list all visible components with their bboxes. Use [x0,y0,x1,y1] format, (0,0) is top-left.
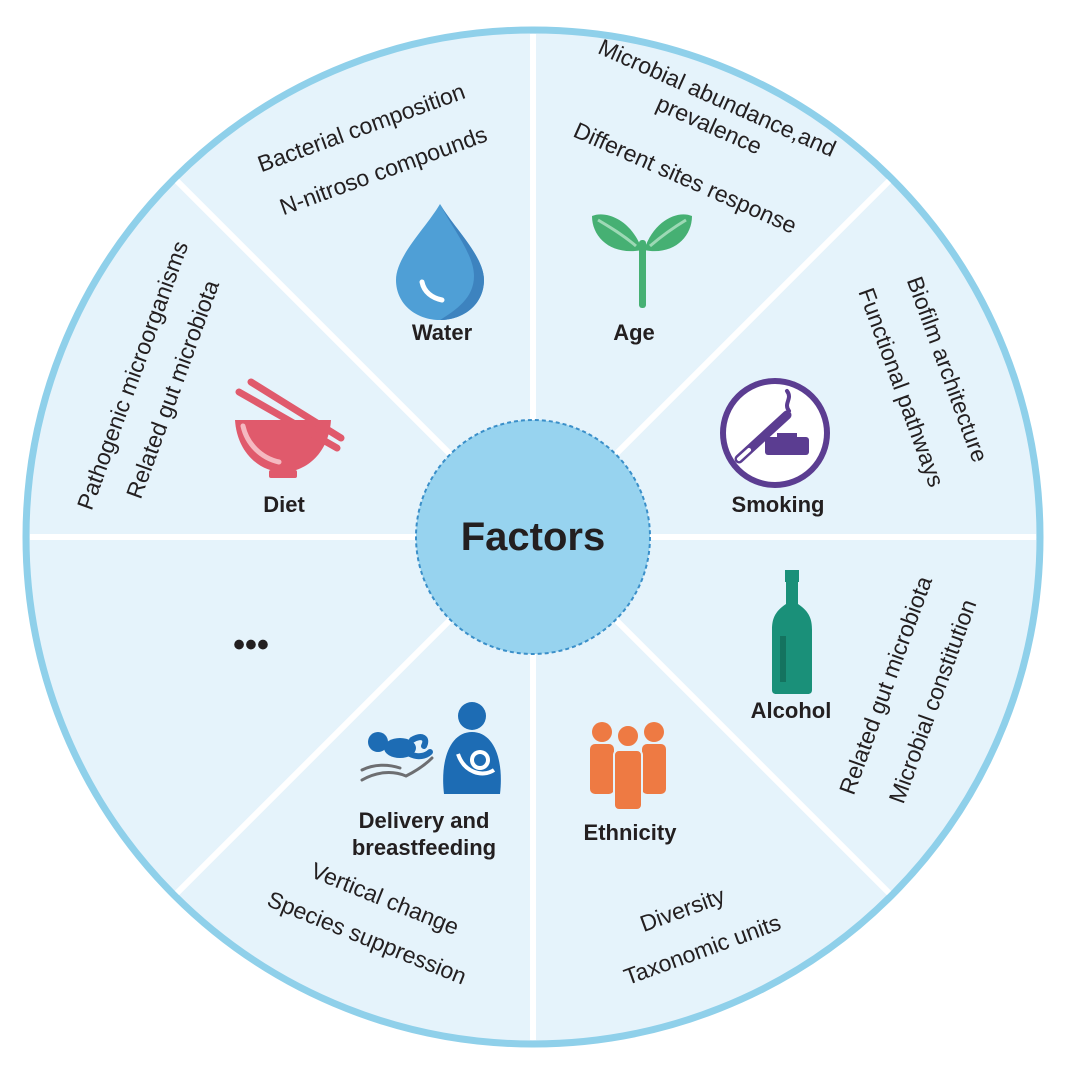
more-ellipsis: ••• [233,626,269,664]
no-smoking-icon [720,378,830,488]
alcohol-label: Alcohol [751,698,832,723]
bottle-icon [772,570,812,694]
smoking-label: Smoking [732,492,825,517]
sprout-icon [592,214,692,308]
breastfeeding-mother-icon [443,702,501,794]
more-segment: ••• [233,626,269,664]
ethnicity-label: Ethnicity [584,820,678,845]
center-circle [415,419,651,655]
delivery-label-line2: breastfeeding [352,835,496,860]
baby-hand-icon [360,732,434,782]
bowl-chopsticks-icon [235,378,345,478]
people-group-icon [590,722,666,811]
delivery-label-line1: Delivery and [359,808,490,833]
water-drop-icon [396,204,484,320]
diet-label: Diet [263,492,305,517]
center-label: Factors [461,515,606,559]
water-label: Water [412,320,473,345]
age-label: Age [613,320,655,345]
